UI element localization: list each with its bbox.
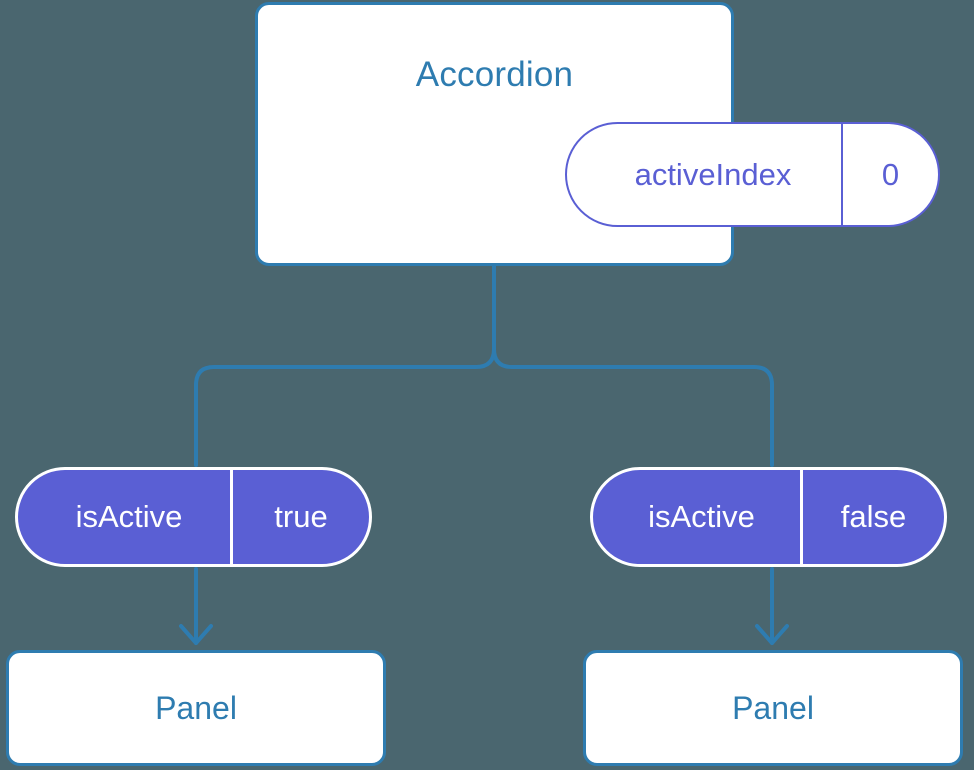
accordion-state-key: activeIndex <box>567 124 843 225</box>
accordion-state-pill[interactable]: activeIndex 0 <box>565 122 940 227</box>
left-prop-key: isActive <box>18 470 233 564</box>
arrow-head-right <box>755 624 789 645</box>
right-panel-label: Panel <box>732 689 814 726</box>
left-panel-label: Panel <box>155 689 237 726</box>
right-prop-value: false <box>840 499 907 534</box>
accordion-title: Accordion <box>415 55 574 94</box>
left-prop-pill[interactable]: isActive true <box>15 467 372 567</box>
connector-split-right <box>492 347 774 467</box>
connector-split-left <box>194 347 496 467</box>
accordion-state-value: 0 <box>881 156 900 192</box>
arrow-head-left <box>179 624 213 645</box>
left-panel-card[interactable]: Panel <box>6 650 386 766</box>
left-prop-value: true <box>274 499 328 534</box>
accordion-component-card[interactable]: Accordion activeIndex 0 <box>255 2 940 266</box>
right-panel-card[interactable]: Panel <box>583 650 963 766</box>
right-prop-key: isActive <box>593 470 803 564</box>
right-prop-pill[interactable]: isActive false <box>590 467 947 567</box>
